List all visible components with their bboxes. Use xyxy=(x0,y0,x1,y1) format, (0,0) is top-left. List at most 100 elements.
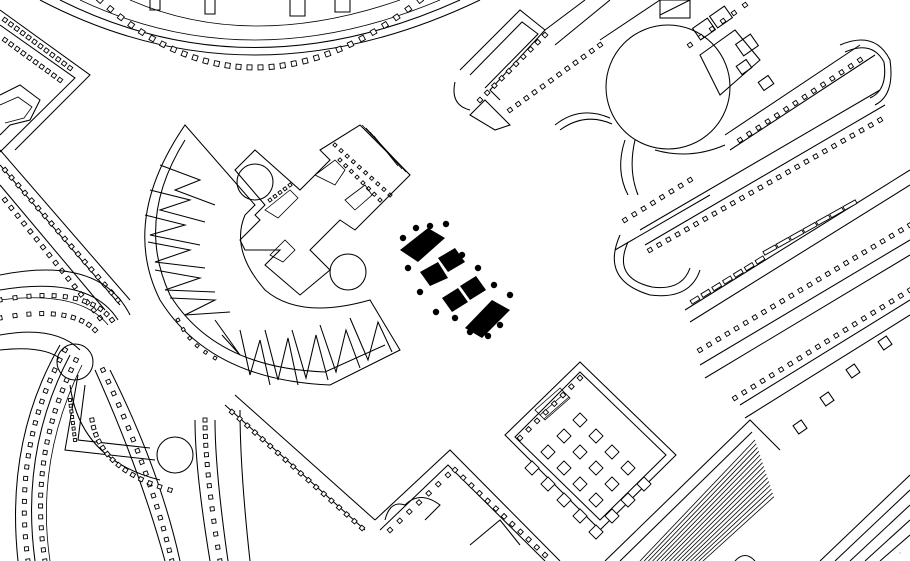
pavilion-column xyxy=(451,314,459,322)
villa-pier xyxy=(563,65,571,73)
gallery-pier xyxy=(476,489,483,497)
exedra-pier xyxy=(95,0,105,5)
gallery-pier xyxy=(12,294,18,301)
colonnade-pier xyxy=(71,283,79,290)
gallery-pier xyxy=(24,464,30,470)
gallery-pier xyxy=(85,321,93,329)
colonnade-pier xyxy=(19,29,27,37)
pavilion-column xyxy=(404,264,412,272)
gallery-pier xyxy=(500,512,508,520)
colonnade-pier xyxy=(833,265,841,272)
colonnade-pier xyxy=(96,314,104,322)
court-cell xyxy=(588,492,604,508)
gallery-pier xyxy=(163,536,170,543)
colonnade-pier xyxy=(766,179,773,186)
colonnade-pier xyxy=(689,295,701,305)
villa-pier xyxy=(697,33,705,41)
exedra-pier xyxy=(191,54,199,62)
colonnade-pier xyxy=(829,206,845,219)
villa-pier xyxy=(534,38,542,46)
villa-pier xyxy=(505,67,513,75)
exedra-pier xyxy=(127,20,136,30)
gallery-pier xyxy=(22,522,28,528)
colonnade-pier xyxy=(732,268,744,278)
colonnade-pier xyxy=(94,273,102,281)
colonnade-pier xyxy=(668,188,675,195)
exedra-pier xyxy=(335,45,343,54)
gallery-pier xyxy=(425,489,433,497)
rotunda-villa xyxy=(453,0,775,196)
exedra-pier xyxy=(404,4,413,14)
maze-pier xyxy=(371,191,378,198)
gallery-pier xyxy=(0,315,3,321)
colonnade-pier xyxy=(754,255,766,265)
left-top-colonnade xyxy=(0,9,91,153)
gallery-pier xyxy=(12,312,18,319)
gallery-pier xyxy=(39,536,45,542)
maze-pier xyxy=(377,197,383,203)
villa-pier xyxy=(539,82,547,90)
colonnade-pier xyxy=(879,237,886,245)
gallery-pier xyxy=(335,504,343,511)
bottom-gallery xyxy=(224,394,561,561)
gallery-pier xyxy=(204,461,210,468)
maze-pier xyxy=(277,189,283,196)
court-pier xyxy=(525,425,533,433)
gallery-pier xyxy=(214,544,221,551)
court-cell xyxy=(556,428,572,444)
colonnade-pier xyxy=(25,34,33,41)
gallery-pier xyxy=(51,366,58,374)
gallery-pier xyxy=(259,435,267,443)
gallery-pier xyxy=(21,498,27,504)
court-cell xyxy=(620,492,636,508)
exedra-pier xyxy=(169,45,178,54)
colonnade-pier xyxy=(7,20,15,28)
maze-pier xyxy=(338,147,344,154)
gallery-pier xyxy=(121,466,129,474)
colonnade-pier xyxy=(13,25,21,33)
colonnade-pier xyxy=(19,49,27,57)
gallery-pier xyxy=(305,476,312,484)
colonnade-pier xyxy=(1,166,9,174)
gallery-pier xyxy=(32,419,39,426)
colonnade-pier xyxy=(692,220,700,228)
gallery-pier xyxy=(92,431,100,438)
gallery-pier xyxy=(343,510,351,518)
gallery-pier xyxy=(160,525,167,532)
gallery-pier xyxy=(205,472,211,478)
colonnade-pier xyxy=(842,326,849,334)
court-pier xyxy=(542,408,550,416)
gallery-pier xyxy=(129,436,137,443)
gallery-pier xyxy=(444,471,452,479)
colonnade-pier xyxy=(828,75,836,82)
colonnade-pier xyxy=(31,38,38,46)
gallery-pier xyxy=(35,409,42,416)
gallery-pier xyxy=(99,444,107,452)
gallery-pier xyxy=(137,475,145,483)
court-cell xyxy=(588,524,604,540)
colonnade-pier xyxy=(897,292,905,300)
colonnade-pier xyxy=(782,105,790,113)
gallery-pier xyxy=(40,460,47,466)
exedra-pier xyxy=(358,34,366,43)
colonnade-pier xyxy=(876,116,884,124)
gallery-pier xyxy=(70,420,76,426)
gallery-pier xyxy=(26,293,32,299)
colonnade-pier xyxy=(621,216,629,224)
villa-pier xyxy=(572,59,579,67)
maze-pier xyxy=(282,186,288,192)
villa-pier xyxy=(541,31,549,39)
colonnade-pier xyxy=(711,210,718,217)
colonnade-pier xyxy=(32,58,40,66)
colonnade-pier xyxy=(832,332,840,339)
colonnade-pier xyxy=(897,227,905,234)
terrace-step xyxy=(702,496,775,561)
colonnade-pier xyxy=(742,319,750,327)
colonnade-pier xyxy=(789,229,805,241)
colonnade-pier xyxy=(819,81,827,88)
colonnade-pier xyxy=(683,225,691,233)
maze-pier xyxy=(267,197,273,203)
gallery-pier xyxy=(202,417,208,423)
gallery-pier xyxy=(40,547,47,553)
gallery-pier xyxy=(21,510,27,516)
